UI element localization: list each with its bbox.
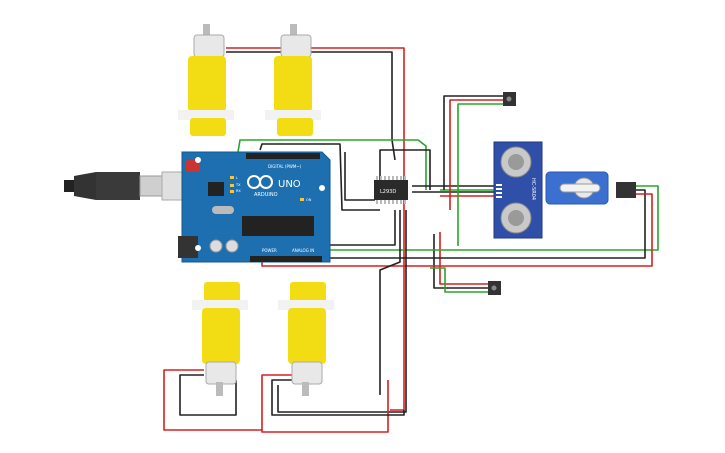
atmega-chip xyxy=(242,216,314,236)
l-label: L xyxy=(236,176,238,180)
on-label: ON xyxy=(306,198,312,202)
chip-label: L293D xyxy=(380,189,396,195)
wire-red[interactable] xyxy=(261,193,653,267)
analog-label: ANALOG IN xyxy=(292,248,314,253)
led-tx xyxy=(230,184,234,187)
sensor-label: HC-SR04 xyxy=(530,178,536,200)
wire-black[interactable] xyxy=(379,210,401,395)
wire-black[interactable] xyxy=(270,189,646,259)
motor-bottom-left[interactable] xyxy=(192,282,248,396)
crystal xyxy=(212,206,234,214)
digital-header xyxy=(246,153,320,159)
mount-hole xyxy=(319,185,325,191)
wire-black[interactable] xyxy=(344,152,375,201)
reset-button[interactable] xyxy=(186,160,200,172)
motor-bottom-right[interactable] xyxy=(278,282,334,396)
brand-text: ARDUINO xyxy=(254,192,278,198)
mount-hole xyxy=(195,245,201,251)
wire-black[interactable] xyxy=(259,143,380,211)
usb-chip xyxy=(208,182,224,196)
led-on xyxy=(300,198,304,201)
led-l xyxy=(230,176,234,179)
wire-green[interactable] xyxy=(270,185,659,251)
power-analog-header xyxy=(250,256,322,262)
wire-green[interactable] xyxy=(430,267,488,293)
arduino-board[interactable]: ARDUINO UNO DIGITAL (PWM~) POWER ANALOG … xyxy=(178,151,331,263)
rx-label: RX xyxy=(236,189,241,193)
wire-green[interactable] xyxy=(457,103,503,246)
wire-red[interactable] xyxy=(226,47,405,411)
tx-label: TX xyxy=(235,183,241,187)
ir-sensor-top[interactable] xyxy=(503,92,516,106)
wire-black[interactable] xyxy=(443,95,503,190)
capacitor xyxy=(225,239,239,253)
mount-hole xyxy=(195,157,201,163)
wire-black[interactable] xyxy=(379,149,431,190)
usb-cable[interactable] xyxy=(64,171,201,201)
wire-red[interactable] xyxy=(261,374,389,433)
ultrasonic-sensor[interactable]: HC-SR04 xyxy=(493,141,543,239)
wires xyxy=(163,47,659,433)
ir-sensor-bottom[interactable] xyxy=(488,281,501,295)
led-rx xyxy=(230,190,234,193)
wire-black[interactable] xyxy=(271,379,405,416)
servo-motor[interactable] xyxy=(545,171,636,205)
wire-black[interactable] xyxy=(226,51,396,161)
power-jack xyxy=(178,236,198,258)
wire-red[interactable] xyxy=(163,369,262,431)
wire-red[interactable] xyxy=(449,99,503,210)
power-label: POWER xyxy=(262,248,277,253)
servo-connector xyxy=(616,182,636,198)
wire-black[interactable] xyxy=(433,234,488,289)
wire-black[interactable] xyxy=(277,210,407,413)
capacitor xyxy=(209,239,223,253)
wire-black[interactable] xyxy=(179,374,237,416)
arduino-logo xyxy=(247,175,273,189)
model-text: UNO xyxy=(278,179,301,190)
motor-top-left[interactable] xyxy=(178,24,234,136)
wire-black[interactable] xyxy=(300,210,396,246)
l293d-driver[interactable]: L293D xyxy=(374,176,408,204)
digital-label: DIGITAL (PWM~) xyxy=(268,164,302,169)
wire-green[interactable] xyxy=(237,139,427,190)
motor-top-right[interactable] xyxy=(265,24,321,136)
